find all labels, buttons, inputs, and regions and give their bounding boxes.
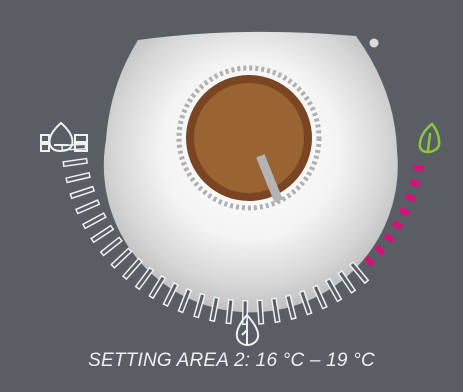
indicator-dot xyxy=(370,39,379,48)
scale-mark-inner xyxy=(352,264,366,281)
scale-mark-active xyxy=(400,210,409,214)
scale-mark-inner xyxy=(103,240,120,254)
scale-mark-active xyxy=(410,182,420,185)
scale-mark-active xyxy=(393,223,402,228)
scale-mark-inner xyxy=(85,216,104,227)
scale-mark-active xyxy=(376,247,384,254)
scale-mark-active xyxy=(406,196,415,199)
scale-mark-inner xyxy=(113,251,129,266)
scale-mark-inner xyxy=(260,301,262,323)
scale-mark-inner xyxy=(125,261,140,278)
scale-mark-inner xyxy=(152,278,164,297)
scale-mark-active xyxy=(366,258,373,265)
leaf-icon xyxy=(420,124,439,152)
setting-area-caption: SETTING AREA 2: 16 °C – 19 °C xyxy=(0,350,463,372)
scale-mark-inner xyxy=(93,228,111,240)
scale-mark-inner xyxy=(138,270,151,288)
scale-mark-active xyxy=(413,167,423,169)
scale-mark-active xyxy=(385,235,393,241)
scale-mark-inner xyxy=(63,147,85,148)
